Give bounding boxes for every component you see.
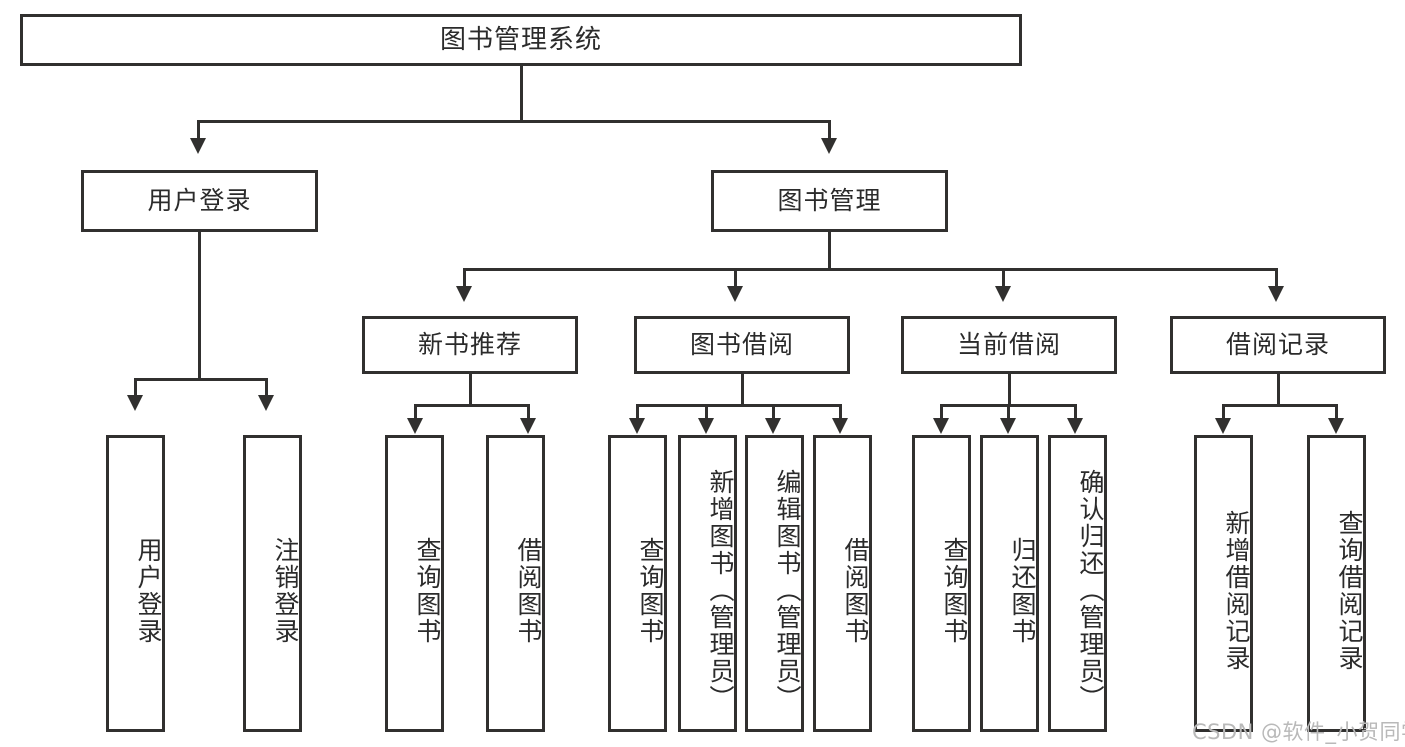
- leaf-node-confirm-return[interactable]: 确认归还（管理员）: [1048, 435, 1107, 732]
- connector-newbook-drop-2: [527, 404, 530, 418]
- arrow-to-leaf-confirm-return: [1067, 418, 1083, 434]
- arrow-to-book-borrow: [727, 286, 743, 302]
- connector-user-login-bus: [134, 378, 268, 381]
- node-book-manage[interactable]: 图书管理: [711, 170, 948, 232]
- connector-root-bus-left-drop: [197, 120, 200, 138]
- leaf-node-add-record[interactable]: 新增借阅记录: [1194, 435, 1253, 732]
- csdn-watermark: CSDN @软件_小贺同学: [1192, 720, 1405, 744]
- node-user-login[interactable]: 用户登录: [81, 170, 318, 232]
- connector-newbook-bus: [414, 404, 530, 407]
- leaf-node-query-book-3[interactable]: 查询图书: [912, 435, 971, 732]
- leaf-node-add-book[interactable]: 新增图书（管理员）: [678, 435, 737, 732]
- connector-bookborrow-drop-2: [705, 404, 708, 418]
- arrow-to-book-manage: [821, 138, 837, 154]
- connector-level3-bus: [463, 268, 1278, 271]
- leaf-node-borrow-book-1[interactable]: 借阅图书: [486, 435, 545, 732]
- connector-root-bus-right-drop: [828, 120, 831, 138]
- connector-bookborrow-trunk: [741, 374, 744, 406]
- connector-currentborrow-drop-2: [1007, 404, 1010, 418]
- leaf-node-query-record[interactable]: 查询借阅记录: [1307, 435, 1366, 732]
- connector-borrowrecord-drop-2: [1335, 404, 1338, 418]
- connector-level3-drop-2: [734, 268, 737, 286]
- node-current-borrow[interactable]: 当前借阅: [901, 316, 1117, 374]
- node-borrow-record[interactable]: 借阅记录: [1170, 316, 1386, 374]
- leaf-node-edit-book[interactable]: 编辑图书（管理员）: [745, 435, 804, 732]
- leaf-node-query-book-1[interactable]: 查询图书: [385, 435, 444, 732]
- arrow-to-leaf-borrow-book-1: [520, 418, 536, 434]
- connector-level3-drop-4: [1275, 268, 1278, 286]
- connector-currentborrow-drop-3: [1074, 404, 1077, 418]
- arrow-to-leaf-return-book: [1000, 418, 1016, 434]
- leaf-node-return-book[interactable]: 归还图书: [980, 435, 1039, 732]
- leaf-node-logout[interactable]: 注销登录: [243, 435, 302, 732]
- leaf-node-user-login[interactable]: 用户登录: [106, 435, 165, 732]
- connector-currentborrow-trunk: [1008, 374, 1011, 406]
- connector-newbook-drop-1: [414, 404, 417, 418]
- arrow-to-leaf-borrow-book-2: [832, 418, 848, 434]
- connector-borrowrecord-bus: [1222, 404, 1338, 407]
- connector-bookborrow-drop-1: [636, 404, 639, 418]
- arrow-to-leaf-query-record: [1328, 418, 1344, 434]
- arrow-to-leaf-logout: [258, 395, 274, 411]
- arrow-to-user-login: [190, 138, 206, 154]
- connector-newbook-trunk: [469, 374, 472, 406]
- arrow-to-leaf-add-book: [698, 418, 714, 434]
- leaf-node-query-book-2[interactable]: 查询图书: [608, 435, 667, 732]
- arrow-to-leaf-add-record: [1215, 418, 1231, 434]
- arrow-to-leaf-query-book-1: [407, 418, 423, 434]
- connector-borrowrecord-drop-1: [1222, 404, 1225, 418]
- node-book-borrow[interactable]: 图书借阅: [634, 316, 850, 374]
- connector-level3-drop-1: [463, 268, 466, 286]
- node-root-system[interactable]: 图书管理系统: [20, 14, 1022, 66]
- connector-user-login-bus-left-drop: [134, 378, 137, 395]
- leaf-node-borrow-book-2[interactable]: 借阅图书: [813, 435, 872, 732]
- arrow-to-leaf-edit-book: [765, 418, 781, 434]
- arrow-to-borrow-record: [1268, 286, 1284, 302]
- arrow-to-leaf-user-login: [127, 395, 143, 411]
- connector-bookborrow-drop-4: [839, 404, 842, 418]
- connector-user-login-trunk: [198, 232, 201, 380]
- connector-root-bus: [197, 120, 831, 123]
- arrow-to-current-borrow: [995, 286, 1011, 302]
- connector-level3-drop-3: [1002, 268, 1005, 286]
- connector-currentborrow-drop-1: [940, 404, 943, 418]
- connector-bookborrow-bus: [636, 404, 841, 407]
- connector-bookborrow-drop-3: [772, 404, 775, 418]
- arrow-to-leaf-query-book-3: [933, 418, 949, 434]
- arrow-to-new-book-recommend: [456, 286, 472, 302]
- arrow-to-leaf-query-book-2: [629, 418, 645, 434]
- connector-borrowrecord-trunk: [1277, 374, 1280, 406]
- connector-book-manage-trunk: [828, 232, 831, 270]
- node-new-book-recommend[interactable]: 新书推荐: [362, 316, 578, 374]
- connector-user-login-bus-right-drop: [265, 378, 268, 395]
- connector-root-trunk: [520, 66, 523, 122]
